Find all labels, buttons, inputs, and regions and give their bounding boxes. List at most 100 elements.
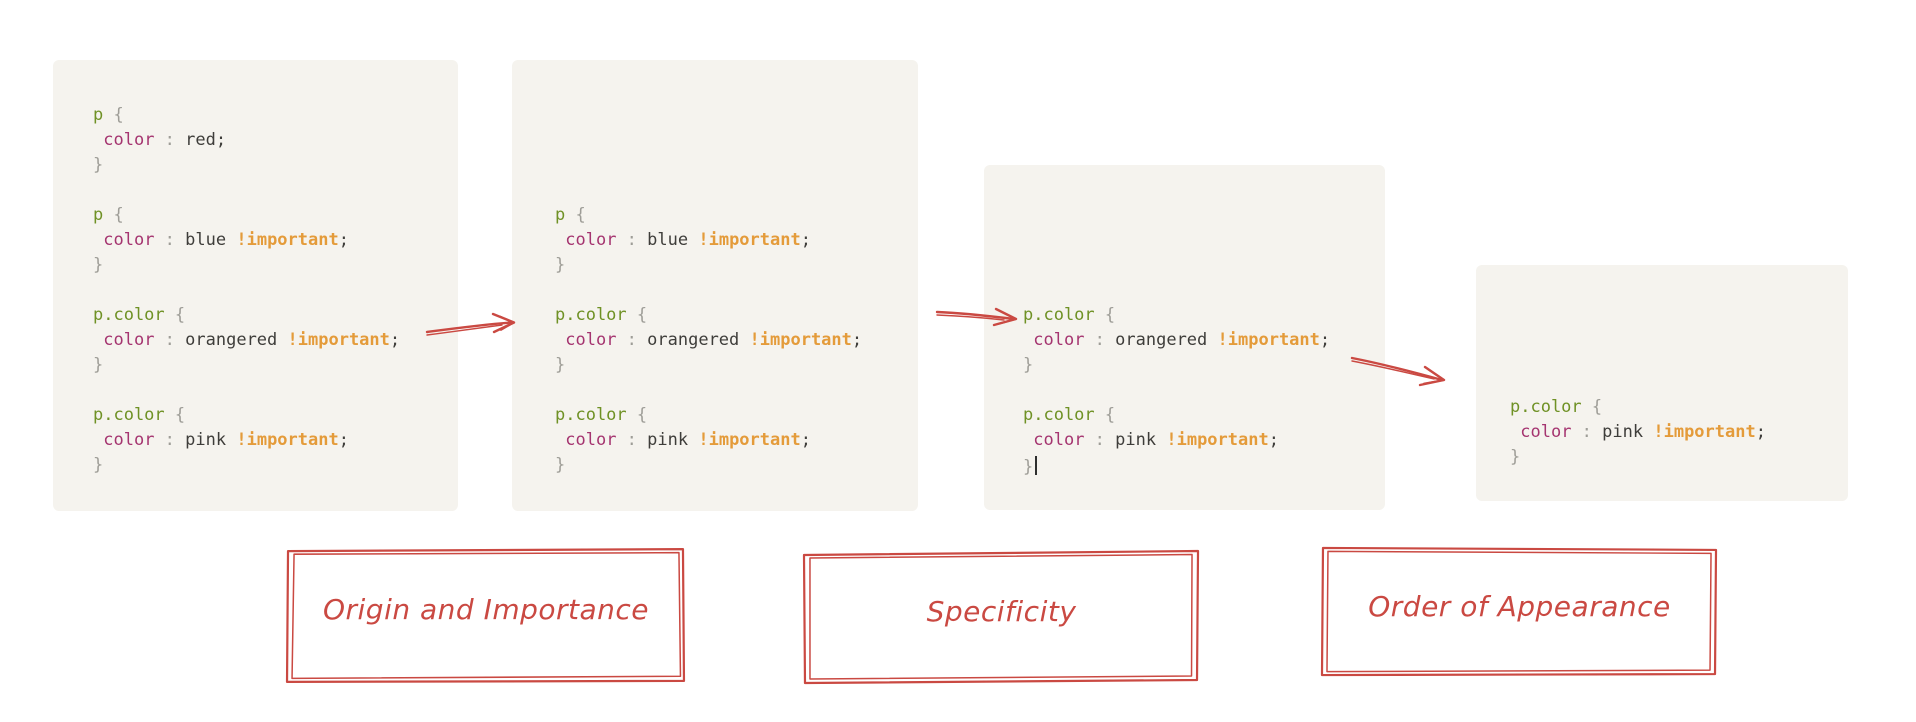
semicolon: ; — [389, 330, 401, 350]
css-selector: p — [93, 105, 104, 125]
open-brace: { — [103, 105, 124, 125]
text-cursor — [1035, 456, 1038, 475]
css-value: pink — [1115, 430, 1157, 450]
colon: : — [154, 430, 186, 450]
css-value: pink — [647, 430, 689, 450]
css-value: red — [185, 130, 216, 150]
css-value: pink — [185, 430, 227, 450]
open-brace: { — [164, 305, 186, 325]
colon: : — [1084, 430, 1116, 450]
open-brace: { — [164, 405, 186, 425]
code-block-3[interactable]: p.color { color : orangered !important; … — [1023, 303, 1330, 480]
stage-label-box-order-of-appearance: Order of Appearance — [1318, 544, 1721, 680]
semicolon: ; — [800, 230, 811, 250]
close-brace: } — [555, 455, 566, 475]
css-property: color — [1033, 330, 1085, 350]
colon: : — [154, 330, 186, 350]
open-brace: { — [1581, 397, 1603, 417]
important-keyword: !important — [1166, 430, 1269, 450]
open-brace: { — [565, 205, 586, 225]
code-panel-after-specificity: p.color { color : orangered !important; … — [984, 165, 1385, 510]
css-selector: p.color — [1023, 405, 1095, 425]
css-property: color — [565, 330, 617, 350]
close-brace: } — [1023, 355, 1034, 375]
stage-label-box-origin-and-importance: Origin and Importance — [283, 545, 689, 686]
close-brace: } — [1023, 457, 1034, 477]
semicolon: ; — [851, 330, 863, 350]
open-brace: { — [626, 405, 648, 425]
css-selector: p.color — [93, 305, 165, 325]
semicolon: ; — [1755, 422, 1766, 442]
open-brace: { — [1094, 405, 1116, 425]
semicolon: ; — [1268, 430, 1279, 450]
css-property: color — [1033, 430, 1085, 450]
css-value: blue — [647, 230, 689, 250]
colon: : — [616, 230, 648, 250]
code-panel-after-origin-importance: p { color : blue !important; } p.color {… — [512, 60, 918, 511]
css-selector: p.color — [1510, 397, 1582, 417]
css-selector: p — [555, 205, 566, 225]
close-brace: } — [555, 355, 566, 375]
code-panel-after-order-of-appearance: p.color { color : pink !important; } — [1476, 265, 1848, 501]
important-keyword: !important — [1653, 422, 1756, 442]
colon: : — [154, 130, 186, 150]
css-selector: p.color — [1023, 305, 1095, 325]
stage-label: Order of Appearance — [1368, 589, 1671, 623]
css-value: blue — [185, 230, 227, 250]
stage3-to-stage4-arrow — [1350, 356, 1446, 387]
css-property: color — [565, 230, 617, 250]
css-selector: p.color — [555, 305, 627, 325]
close-brace: } — [93, 355, 104, 375]
css-value: pink — [1602, 422, 1644, 442]
css-value: orangered — [647, 330, 740, 350]
css-property: color — [103, 230, 155, 250]
css-property: color — [1520, 422, 1572, 442]
important-keyword: !important — [1217, 330, 1320, 350]
sketch-rectangle — [1320, 546, 1718, 677]
css-property: color — [103, 130, 155, 150]
stage-label-box-specificity: Specificity — [800, 548, 1203, 686]
important-keyword: !important — [698, 230, 801, 250]
close-brace: } — [93, 255, 104, 275]
sketch-rectangle — [802, 549, 1200, 685]
stage-label: Origin and Importance — [322, 593, 650, 626]
important-keyword: !important — [749, 330, 852, 350]
colon: : — [616, 430, 648, 450]
open-brace: { — [103, 205, 124, 225]
stage-label: Specificity — [926, 594, 1077, 628]
close-brace: } — [1510, 447, 1521, 467]
important-keyword: !important — [698, 430, 801, 450]
css-property: color — [565, 430, 617, 450]
semicolon: ; — [215, 130, 227, 150]
css-value: orangered — [1115, 330, 1208, 350]
css-value: orangered — [185, 330, 278, 350]
css-property: color — [103, 430, 155, 450]
semicolon: ; — [1319, 330, 1331, 350]
semicolon: ; — [338, 230, 349, 250]
code-block-4[interactable]: p.color { color : pink !important; } — [1510, 395, 1766, 470]
css-selector: p.color — [93, 405, 165, 425]
close-brace: } — [555, 255, 566, 275]
stage2-to-stage3-arrow — [935, 307, 1018, 327]
semicolon: ; — [800, 430, 811, 450]
css-property: color — [103, 330, 155, 350]
colon: : — [1571, 422, 1603, 442]
semicolon: ; — [338, 430, 349, 450]
colon: : — [616, 330, 648, 350]
stage1-to-stage2-arrow — [425, 312, 516, 336]
open-brace: { — [1094, 305, 1116, 325]
important-keyword: !important — [236, 230, 339, 250]
code-panel-all-declarations: p { color : red; } p { color : blue !imp… — [53, 60, 458, 511]
code-block-1[interactable]: p { color : red; } p { color : blue !imp… — [93, 103, 400, 478]
colon: : — [1084, 330, 1116, 350]
code-block-2[interactable]: p { color : blue !important; } p.color {… — [555, 203, 862, 478]
important-keyword: !important — [287, 330, 390, 350]
css-selector: p.color — [555, 405, 627, 425]
sketch-rectangle — [285, 547, 686, 684]
open-brace: { — [626, 305, 648, 325]
close-brace: } — [93, 155, 104, 175]
css-selector: p — [93, 205, 104, 225]
important-keyword: !important — [236, 430, 339, 450]
close-brace: } — [93, 455, 104, 475]
